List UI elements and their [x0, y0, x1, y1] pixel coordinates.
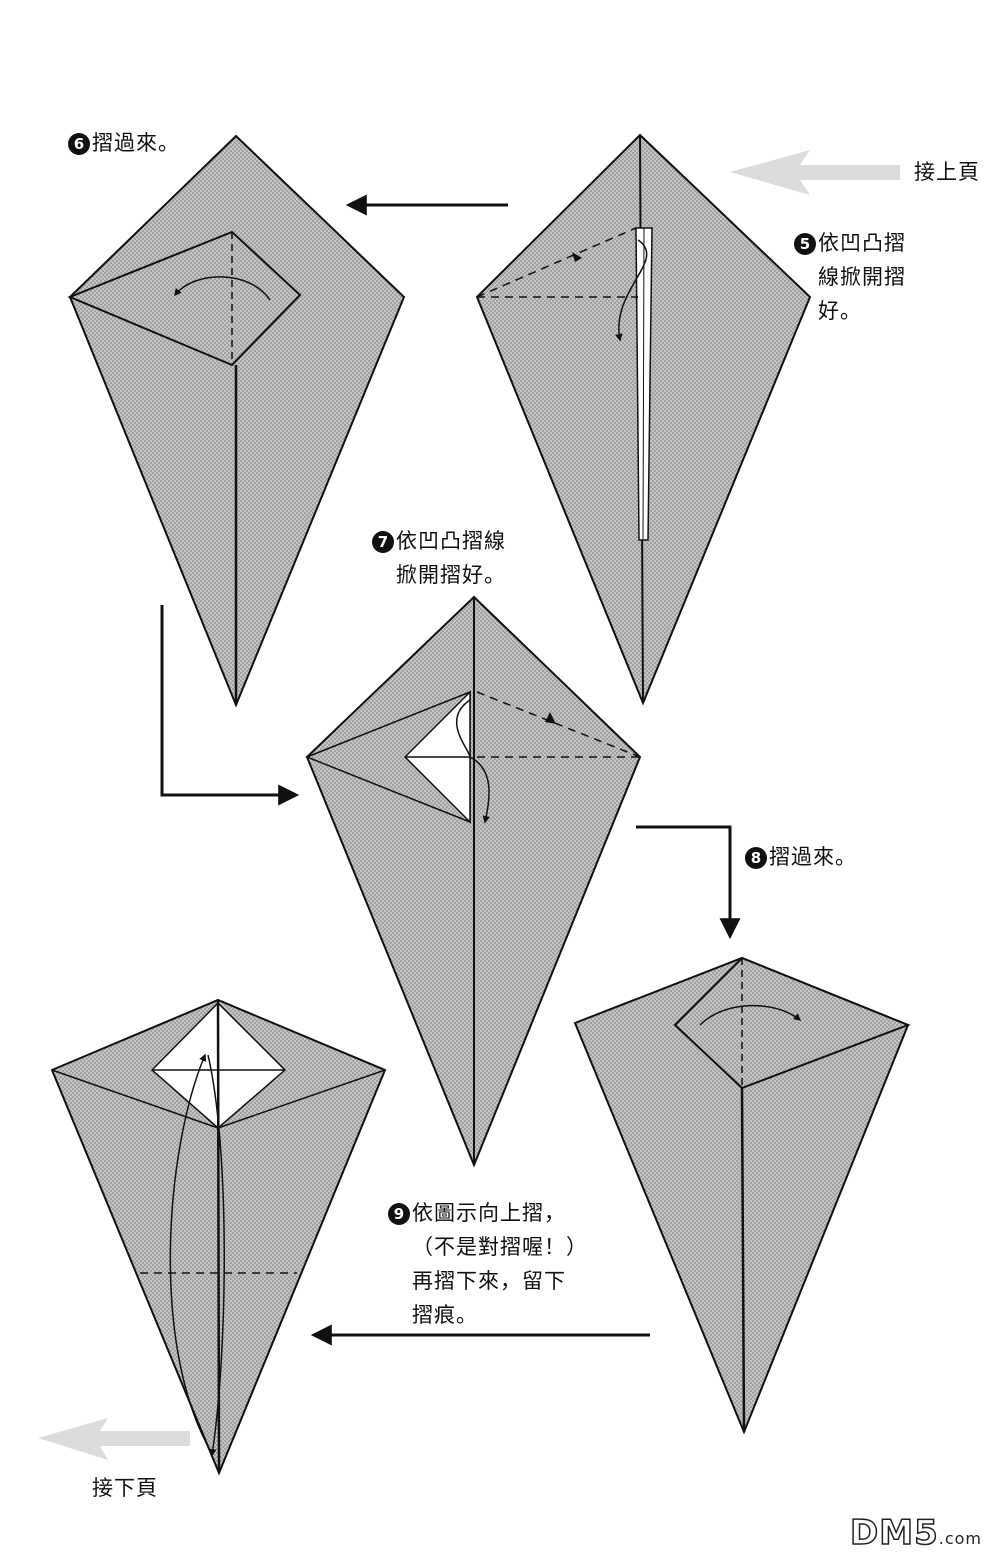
step6-number-badge: 6 [68, 133, 90, 155]
next-page-ghost-arrow [38, 1418, 190, 1460]
step8-figure [573, 956, 911, 1435]
step9-line-4: 摺痕。 [412, 1303, 478, 1327]
step7-line-1: 依凹凸摺線 [396, 529, 506, 553]
site-watermark: DM5.com [849, 1512, 982, 1554]
step8-line-1: 摺過來。 [769, 845, 857, 869]
step7-number-badge: 7 [372, 531, 394, 553]
step7-line-2: 掀開摺好。 [396, 563, 506, 587]
watermark-domain: .com [938, 1529, 982, 1548]
step5-figure [475, 133, 812, 706]
step5-line-1: 依凹凸摺 [818, 231, 906, 255]
step8-number-badge: 8 [745, 847, 767, 869]
step9-figure [50, 998, 387, 1476]
next-page-label: 接下頁 [92, 1476, 158, 1500]
step9-line-3: 再摺下來，留下 [412, 1269, 566, 1293]
step9-line-2: （不是對摺喔！） [412, 1235, 588, 1259]
step7-figure [304, 595, 642, 1168]
prev-page-label: 接上頁 [914, 160, 980, 184]
flow-arrow-6-to-7 [160, 605, 300, 806]
step9-line-1: 依圖示向上摺， [412, 1201, 566, 1225]
step6-line-1: 摺過來。 [92, 131, 180, 155]
step9-number-badge: 9 [388, 1203, 410, 1225]
prev-page-ghost-arrow [730, 150, 900, 195]
step6-figure [67, 134, 406, 708]
step5-number-badge: 5 [794, 233, 816, 255]
step5-line-2: 線掀開摺 [818, 265, 906, 289]
step5-line-3: 好。 [818, 299, 862, 323]
watermark-text: DM5 [849, 1512, 939, 1554]
flow-arrow-7-to-8 [636, 825, 741, 940]
